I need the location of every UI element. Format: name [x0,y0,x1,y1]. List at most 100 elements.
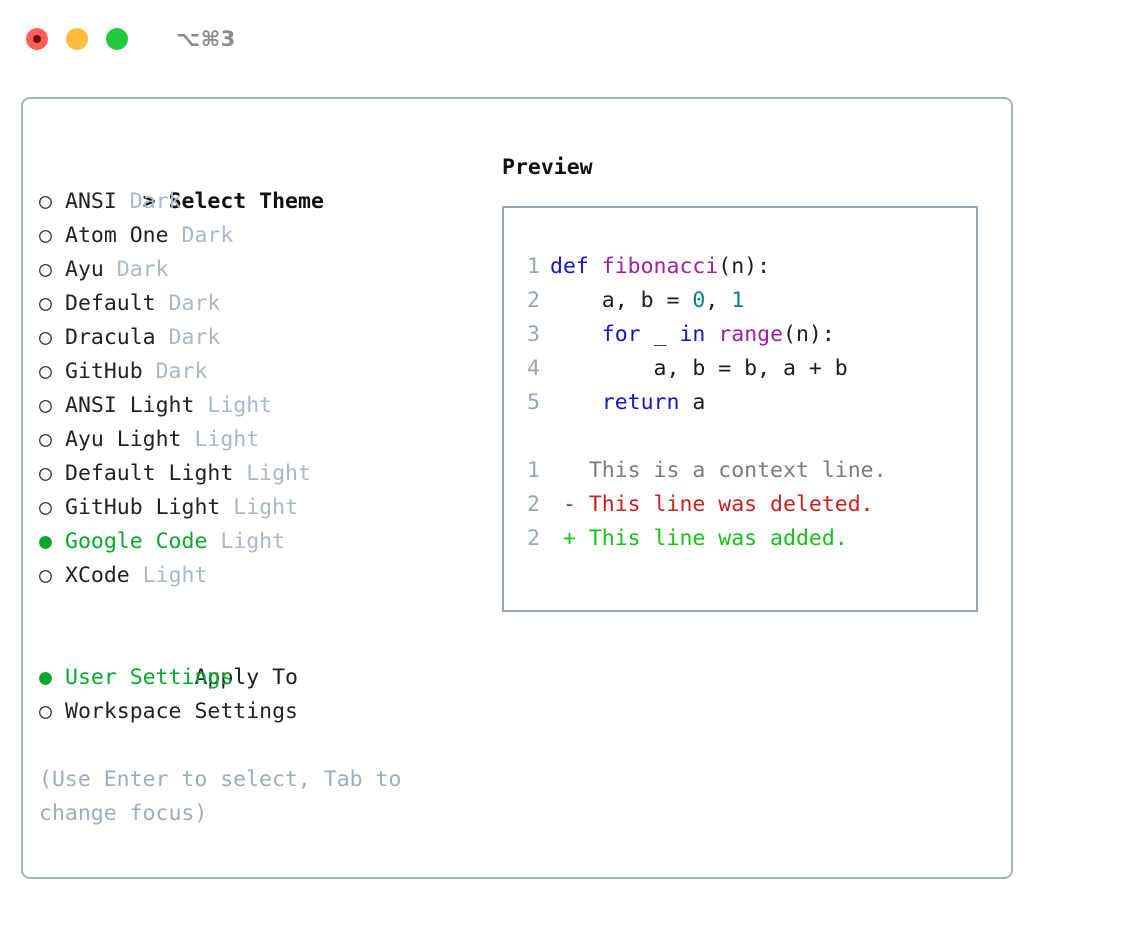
theme-name-label: Ayu [65,257,104,282]
code-token: (n): [783,322,835,347]
line-number: 1 [527,254,540,279]
radio-unselected-icon[interactable]: ○ [39,325,52,350]
theme-kind-badge: Light [220,495,299,520]
code-token: a [679,390,706,415]
main-panel: >Select Theme ○ANSI Dark○Atom One Dark○A… [21,97,1013,879]
theme-name-label: Ayu Light [65,427,182,452]
diff-line: 2 + This line was added. [518,522,976,556]
theme-name-label: ANSI Light [65,393,195,418]
theme-name-label: XCode [65,563,130,588]
theme-list-item[interactable]: ○GitHub Dark [39,355,479,389]
code-token: 1 [731,288,745,313]
code-token: for [601,322,641,347]
radio-unselected-icon[interactable]: ○ [39,495,52,520]
line-number: 2 [527,526,540,551]
apply-to-section: Apply To ● User Settings ○ Workspace Settin… [39,627,479,729]
theme-name-label: Google Code [65,529,208,554]
theme-list-item[interactable]: ○ Ayu Dark [39,253,479,287]
code-token: (n): [718,254,771,279]
theme-list-item[interactable]: ○ Default Light Light [39,457,479,491]
minimize-button[interactable] [66,28,88,50]
code-token: _ [640,322,680,347]
theme-name-label: GitHub Light [65,495,221,520]
keyboard-hint-text: (Use Enter to select, Tab to change focu… [39,767,415,826]
theme-name-label: Atom One [65,223,169,248]
apply-to-option[interactable]: ● User Settings [39,661,479,695]
apply-to-option-label: User Settings [65,665,234,690]
apply-to-option-label: Workspace Settings [65,699,298,724]
diff-line-text: + This line was added. [550,526,848,551]
theme-list-item[interactable]: ○ Ayu Light Light [39,423,479,457]
code-line: 3 for _ in range(n): [518,318,976,352]
radio-unselected-icon[interactable]: ○ [39,461,52,486]
code-token [705,322,718,347]
theme-list-item[interactable]: ○ ANSI Dark [39,185,479,219]
apply-to-heading: Apply To [39,627,479,690]
radio-unselected-icon[interactable]: ○ [39,291,52,316]
diff-line-text: - This line was deleted. [550,492,874,517]
theme-name-label: ANSI [65,189,117,214]
code-token [550,322,602,347]
theme-kind-badge: Dark [155,325,221,350]
theme-kind-badge: Dark [116,189,182,214]
theme-list-item[interactable]: ○ Dracula Dark [39,321,479,355]
theme-kind-badge: Light [194,393,273,418]
theme-list-item[interactable]: ○ Atom One Dark [39,219,479,253]
theme-selector-column: >Select Theme ○ANSI Dark○Atom One Dark○A… [39,151,479,831]
radio-unselected-icon[interactable]: ○ [39,699,52,724]
theme-list-item[interactable]: ○ ANSI Light Light [39,389,479,423]
theme-list-item[interactable]: ○XCode Light [39,559,479,593]
theme-kind-badge: Light [181,427,260,452]
theme-name-label: Default [65,291,156,316]
radio-unselected-icon[interactable]: ○ [39,189,52,214]
theme-kind-badge: Light [233,461,311,486]
theme-name-label: Default Light [65,461,234,486]
code-token: fibonacci [601,254,719,279]
theme-list-item[interactable]: ○ GitHub Light Light [39,491,479,525]
radio-unselected-icon[interactable]: ○ [39,359,52,384]
code-token: 0 [692,288,706,313]
code-spacer [518,420,976,454]
theme-kind-badge: Dark [142,359,208,384]
code-token: in [679,322,706,347]
keyboard-shortcut-label: ⌥⌘3 [176,27,236,51]
code-token: def [550,254,602,279]
theme-name-label: Dracula [65,325,156,350]
diff-line: 2 - This line was deleted. [518,488,976,522]
code-line: 2 a, b = 0, 1 [518,284,976,318]
theme-list-item[interactable]: ● Google Code Light [39,525,479,559]
code-token: range [718,322,784,347]
theme-kind-badge: Dark [103,257,169,282]
code-line: 5 return a [518,386,976,420]
select-theme-heading: >Select Theme [39,151,479,214]
theme-list: ○ ANSI Dark ○ Atom One Dark ○ Ayu Dark ○ Defaul… [39,185,479,593]
radio-unselected-icon[interactable]: ○ [39,427,52,452]
code-token [550,390,602,415]
theme-kind-badge: Dark [155,291,221,316]
radio-selected-icon[interactable]: ● [39,665,52,690]
caret-icon: > [142,189,156,214]
apply-to-option[interactable]: ○ Workspace Settings [39,695,479,729]
preview-heading: Preview [502,155,593,180]
maximize-button[interactable] [106,28,128,50]
code-token: a, b = [550,288,693,313]
radio-unselected-icon[interactable]: ○ [39,563,52,588]
radio-unselected-icon[interactable]: ○ [39,393,52,418]
radio-unselected-icon[interactable]: ○ [39,257,52,282]
line-number: 3 [527,322,540,347]
theme-kind-badge: Dark [168,223,234,248]
titlebar: ⌥⌘3 [0,0,1140,78]
code-token: , [705,288,732,313]
code-token: a, b = b, a + b [550,356,848,381]
line-number: 5 [527,390,540,415]
diff-line: 1 This is a context line. [518,454,976,488]
radio-selected-icon[interactable]: ● [39,529,52,554]
radio-unselected-icon[interactable]: ○ [39,223,52,248]
close-button[interactable] [26,28,48,50]
theme-list-item[interactable]: ○ Default Dark [39,287,479,321]
theme-kind-badge: Light [207,529,286,554]
code-line: 1 def fibonacci(n): [518,250,976,284]
